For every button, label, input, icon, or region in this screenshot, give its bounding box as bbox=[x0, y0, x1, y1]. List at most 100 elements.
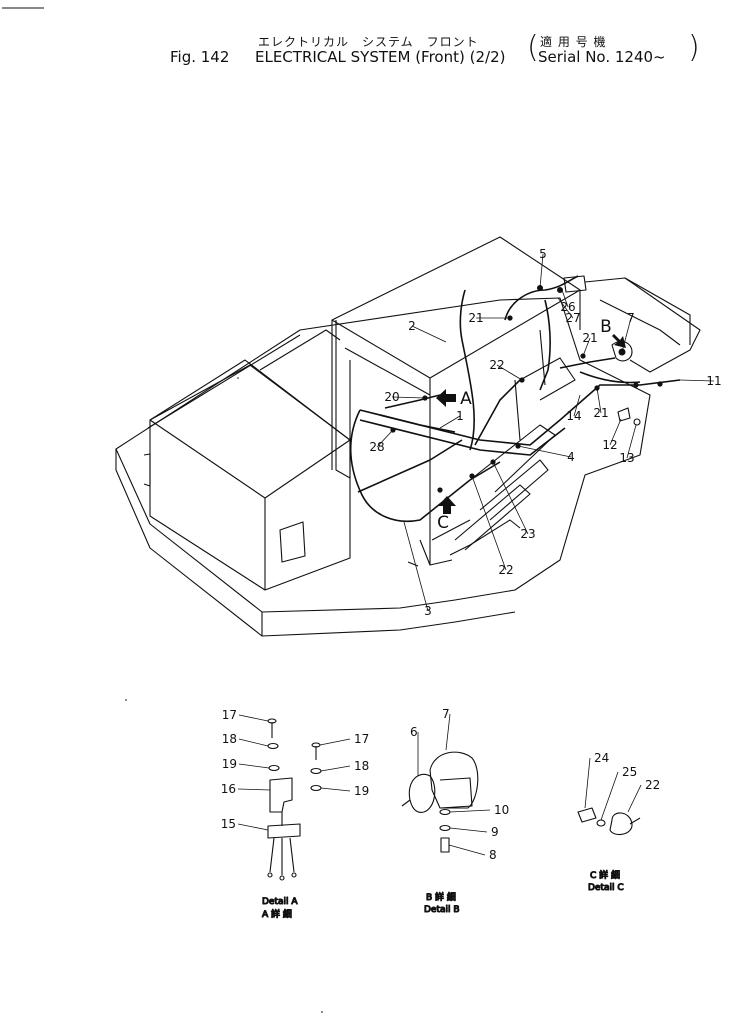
detail-c-leader-25 bbox=[600, 771, 619, 821]
japanese-title: エレクトリカル システム フロント bbox=[258, 35, 479, 49]
callout-12: 12 bbox=[602, 438, 617, 452]
detail-a-leader-15 bbox=[237, 823, 269, 831]
detail-a-callout-15: 15 bbox=[221, 817, 236, 831]
callout-13: 13 bbox=[619, 451, 634, 465]
detail-a-caption-en: Detail A bbox=[262, 897, 298, 907]
detail-a-leader-19 bbox=[320, 787, 351, 792]
leader-line-21 bbox=[596, 387, 602, 414]
detail-a-callout-19: 19 bbox=[354, 784, 369, 798]
callout-14: 14 bbox=[566, 409, 581, 423]
detail-a-callout-18: 18 bbox=[222, 732, 237, 746]
view-arrow-b bbox=[612, 334, 626, 348]
detail-b-drawing bbox=[401, 751, 479, 853]
detail-b-callout-10: 10 bbox=[494, 803, 509, 817]
detail-a-callout-19: 19 bbox=[222, 757, 237, 771]
detail-c-callout-25: 25 bbox=[622, 765, 637, 779]
connector-26-shape bbox=[563, 275, 587, 293]
detail-c-leader-24 bbox=[584, 757, 591, 809]
detail-a-leader-17 bbox=[238, 714, 269, 722]
view-letter-b: B bbox=[600, 317, 612, 337]
callout-21: 21 bbox=[582, 331, 597, 345]
callout-26: 26 bbox=[560, 300, 575, 314]
callout-22: 22 bbox=[498, 563, 513, 577]
callout-27: 27 bbox=[565, 311, 580, 325]
callout-1: 1 bbox=[456, 409, 464, 423]
bracket-left: ( bbox=[527, 30, 539, 65]
wiring-harness bbox=[349, 275, 681, 522]
detail-a-leader-16 bbox=[237, 788, 271, 791]
view-arrow-a bbox=[436, 389, 456, 407]
detail-callouts: 17 18 19 16 15 17 18 19 7 6 10 9 8 24 25 22 bbox=[221, 707, 661, 862]
detail-c-callout-22: 22 bbox=[645, 778, 660, 792]
detail-a-callout-17: 17 bbox=[354, 732, 369, 746]
callout-21: 21 bbox=[593, 406, 608, 420]
detail-a-callout-18: 18 bbox=[354, 759, 369, 773]
figure-number: Fig. 142 bbox=[170, 48, 230, 66]
detail-b-callout-8: 8 bbox=[489, 848, 497, 862]
leader-lines bbox=[376, 253, 715, 612]
callout-7: 7 bbox=[627, 311, 635, 325]
callout-20: 20 bbox=[384, 390, 399, 404]
machine-frame bbox=[115, 236, 701, 637]
leader-line-23 bbox=[492, 461, 529, 535]
bolt-12-shape bbox=[617, 407, 631, 422]
detail-a-drawing bbox=[267, 718, 322, 881]
leader-line-22 bbox=[471, 475, 507, 571]
detail-b-leader-8 bbox=[448, 844, 486, 856]
detail-a-leader-19 bbox=[238, 763, 270, 769]
detail-b-callout-6: 6 bbox=[410, 725, 418, 739]
callout-5: 5 bbox=[539, 247, 547, 261]
view-arrow-c bbox=[438, 496, 456, 514]
view-arrows: A B C bbox=[436, 317, 626, 533]
callout-22: 22 bbox=[489, 358, 504, 372]
detail-b-callout-9: 9 bbox=[491, 825, 499, 839]
serial-number: Serial No. 1240~ bbox=[538, 48, 666, 66]
detail-b-caption-en: Detail B bbox=[424, 905, 460, 915]
leader-line-3 bbox=[403, 521, 429, 612]
leader-line-4 bbox=[517, 445, 572, 458]
detail-c-leader-22 bbox=[627, 784, 642, 813]
view-letter-a: A bbox=[460, 389, 472, 409]
leader-line-21 bbox=[582, 337, 591, 357]
leader-line-22 bbox=[496, 364, 523, 381]
leader-line-13 bbox=[626, 424, 637, 459]
leader-line-28 bbox=[376, 429, 394, 448]
callout-28: 28 bbox=[369, 440, 384, 454]
washer-13-shape bbox=[633, 418, 641, 426]
leader-line-1 bbox=[439, 415, 461, 429]
detail-b-caption-jp: B 詳 細 bbox=[426, 891, 456, 903]
callout-21: 21 bbox=[468, 311, 483, 325]
leader-line-14 bbox=[573, 394, 581, 417]
leader-line-12 bbox=[609, 418, 622, 446]
detail-c-callout-24: 24 bbox=[594, 751, 609, 765]
detail-c-caption-jp: C 詳 細 bbox=[590, 869, 620, 881]
leader-line-27 bbox=[557, 297, 574, 319]
leader-line-26 bbox=[561, 289, 569, 308]
callout-2: 2 bbox=[408, 319, 416, 333]
detail-b-leader-7 bbox=[445, 713, 451, 751]
leader-line-20 bbox=[391, 396, 426, 399]
detail-a-callout-16: 16 bbox=[221, 782, 236, 796]
japanese-serial-heading: 適 用 号 機 bbox=[540, 35, 607, 49]
figure-title: ELECTRICAL SYSTEM (Front) (2/2) bbox=[255, 48, 506, 66]
detail-c-caption-en: Detail C bbox=[588, 883, 624, 893]
detail-a-leader-18 bbox=[320, 765, 351, 772]
callout-11: 11 bbox=[706, 374, 721, 388]
callout-4: 4 bbox=[567, 450, 575, 464]
callout-3: 3 bbox=[424, 604, 432, 618]
bracket-right: ) bbox=[688, 30, 700, 65]
callout-23: 23 bbox=[520, 527, 535, 541]
view-letter-c: C bbox=[437, 513, 449, 533]
leader-line-2 bbox=[411, 325, 447, 343]
detail-a-callout-17: 17 bbox=[222, 708, 237, 722]
detail-a-caption-jp: A 詳 細 bbox=[262, 908, 292, 920]
detail-a-leader-18 bbox=[238, 738, 269, 747]
leader-line-5 bbox=[539, 253, 544, 289]
detail-b-leader-10 bbox=[449, 809, 491, 813]
detail-b-callout-7: 7 bbox=[442, 707, 450, 721]
detail-c-drawing bbox=[577, 807, 641, 836]
detail-b-leader-9 bbox=[449, 827, 488, 833]
